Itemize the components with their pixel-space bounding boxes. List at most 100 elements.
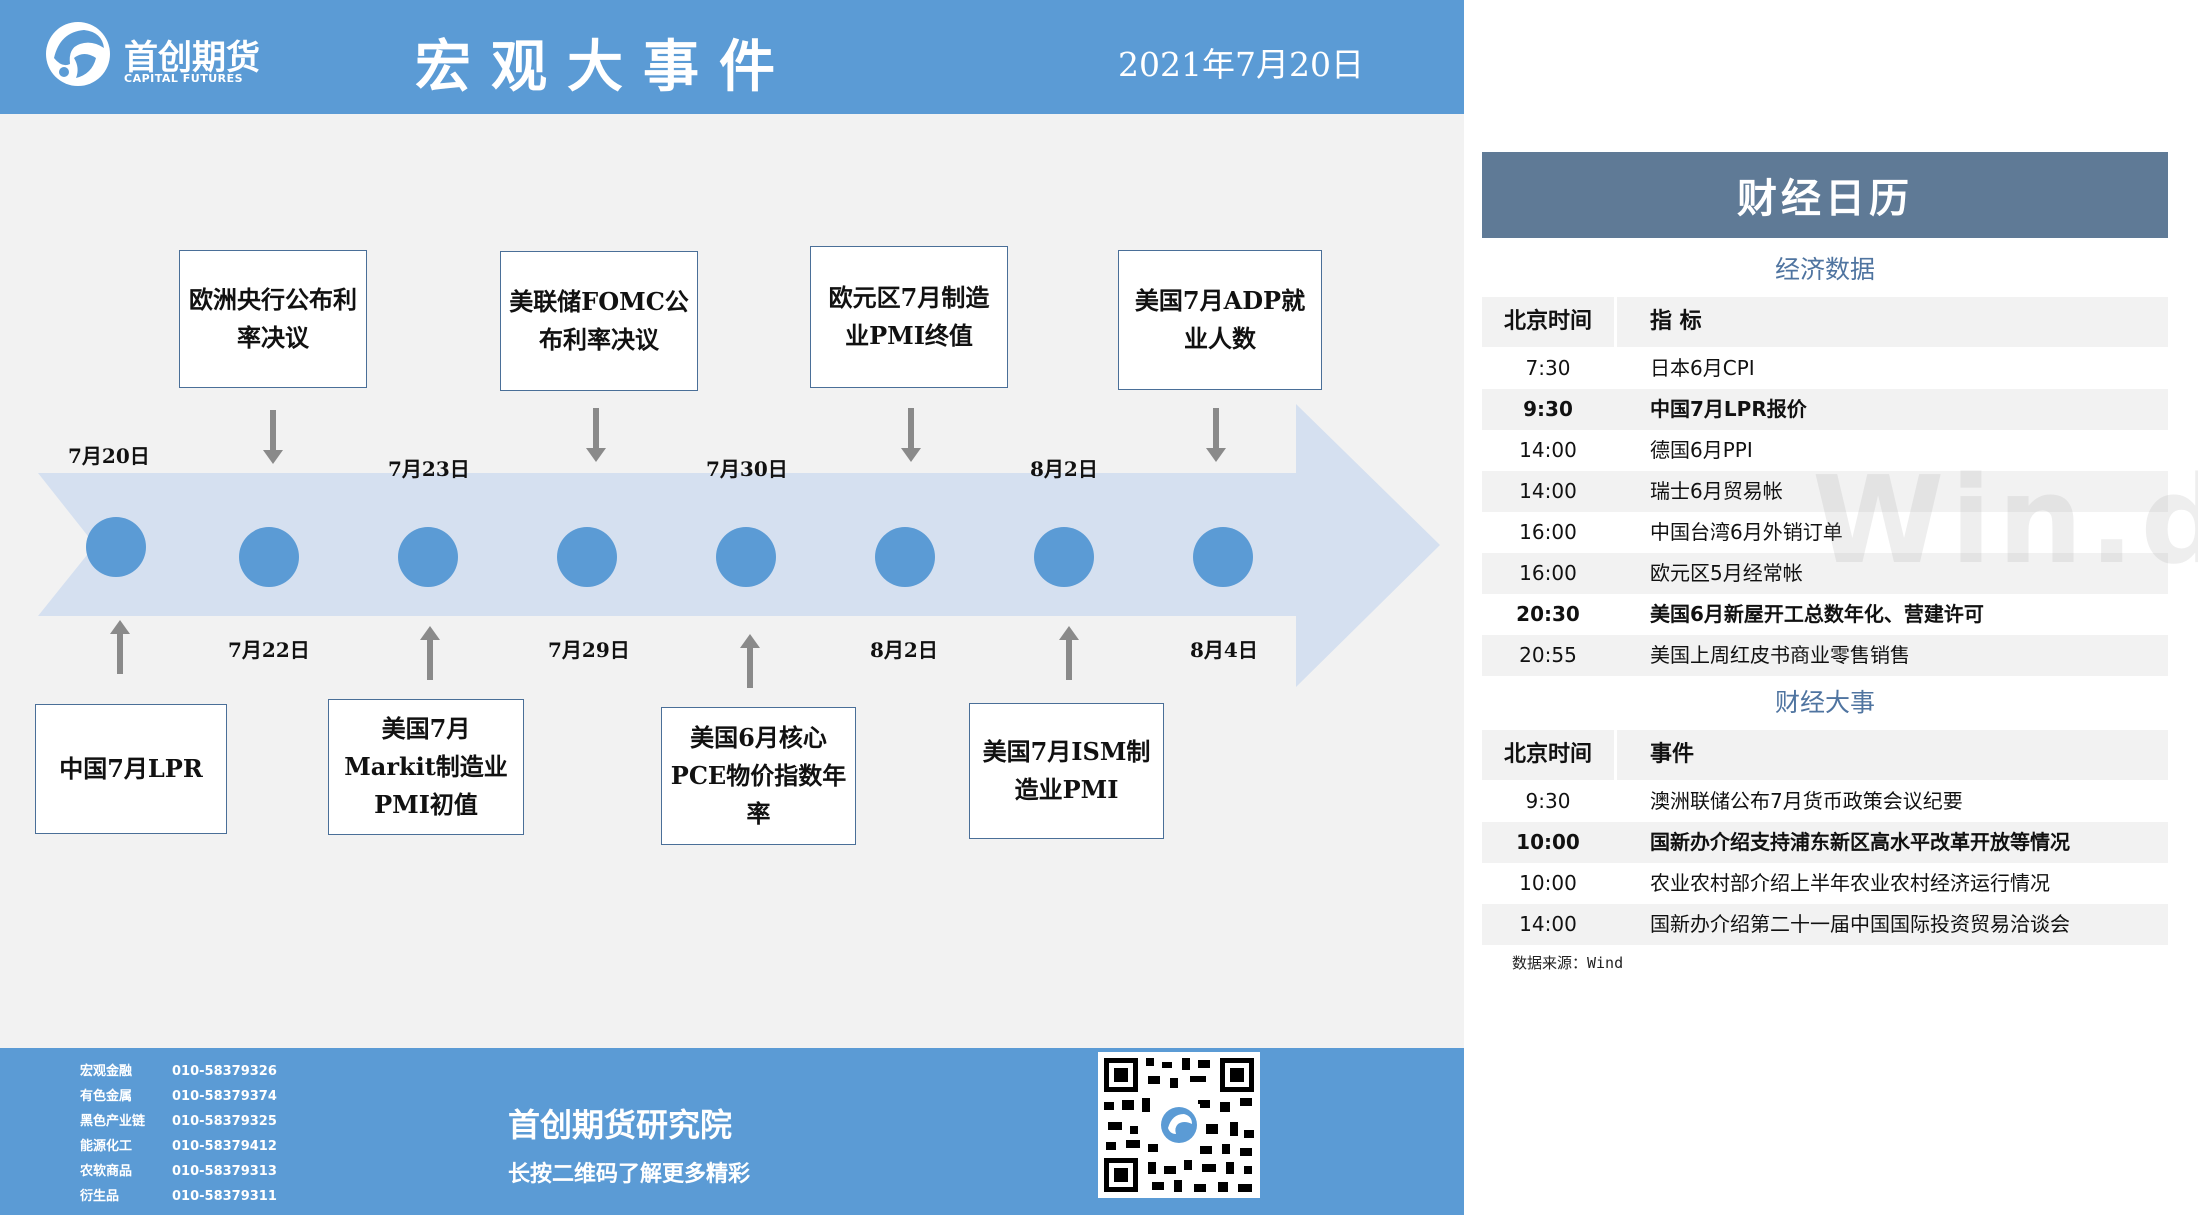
row-event: 中国7月LPR报价	[1650, 397, 1807, 421]
event-box-us-adp: 美国7月ADP就业人数	[1118, 250, 1322, 390]
row-event: 瑞士6月贸易帐	[1650, 479, 1783, 503]
row-time: 16:00	[1519, 561, 1577, 585]
up-arrow-icon	[110, 620, 130, 634]
contact-phone: 010-58379374	[172, 1089, 277, 1104]
row-event: 美国上周红皮书商业零售销售	[1650, 643, 1910, 667]
econ-row: 14:00 瑞士6月贸易帐	[1482, 471, 2168, 512]
timeline-dot	[716, 527, 776, 587]
date-label: 8月2日	[870, 638, 938, 662]
qr-code-icon[interactable]	[1098, 1052, 1260, 1198]
fin-row: 9:30 澳洲联储公布7月货币政策会议纪要	[1482, 781, 2168, 822]
wind-watermark: Win.d	[1812, 452, 2198, 591]
header-bar: 首创期货 CAPITAL FUTURES 宏观大事件 2021年7月20日	[0, 0, 1464, 114]
fin-head-event: 事件	[1650, 742, 1695, 767]
event-box-euro-pmi: 欧元区7月制造业PMI终值	[810, 246, 1008, 388]
econ-head-event: 指 标	[1650, 309, 1702, 334]
fin-row: 14:00 国新办介绍第二十一届中国国际投资贸易洽谈会	[1482, 904, 2168, 945]
footer-subtitle: 长按二维码了解更多精彩	[508, 1162, 751, 1187]
timeline-dot	[875, 527, 935, 587]
fin-row: 10:00 农业农村部介绍上半年农业农村经济运行情况	[1482, 863, 2168, 904]
contact-dept: 黑色产业链	[80, 1114, 146, 1129]
econ-head-time: 北京时间	[1503, 309, 1592, 334]
calendar-title: 财经日历	[1482, 152, 2168, 238]
fin-section-title: 财经大事	[1482, 679, 2168, 727]
brand-name: 首创期货	[124, 38, 260, 78]
calendar-panel: 财经日历 经济数据 北京时间 指 标 7:30 日本6月CPI 9:30 中国7…	[1482, 152, 2198, 982]
column-divider	[1614, 297, 1617, 347]
contact-phone: 010-58379412	[172, 1139, 277, 1154]
contact-row: 农软商品 010-58379313	[80, 1160, 277, 1179]
contact-phone: 010-58379325	[172, 1114, 277, 1129]
down-arrow-icon	[270, 410, 276, 450]
econ-row: 16:00 欧元区5月经常帐	[1482, 553, 2168, 594]
contact-dept: 宏观金融	[80, 1064, 133, 1079]
event-box-us-pce: 美国6月核心PCE物价指数年率	[661, 707, 856, 845]
row-event: 日本6月CPI	[1650, 356, 1755, 380]
up-arrow-icon	[117, 634, 123, 674]
row-time: 9:30	[1525, 789, 1571, 813]
event-box-us-markit-pmi: 美国7月Markit制造业PMI初值	[328, 699, 524, 835]
contact-phone: 010-58379313	[172, 1164, 277, 1179]
contact-row: 黑色产业链 010-58379325	[80, 1110, 277, 1129]
down-arrow-icon	[1213, 408, 1219, 448]
up-arrow-icon	[747, 648, 753, 688]
row-time: 10:00	[1516, 830, 1580, 854]
event-box-fomc-rate: 美联储FOMC公布利率决议	[500, 251, 698, 391]
contact-phone: 010-58379311	[172, 1189, 277, 1204]
econ-table-header: 北京时间 指 标	[1482, 297, 2168, 347]
page-title: 宏观大事件	[415, 34, 795, 100]
up-arrow-icon	[427, 640, 433, 680]
row-event: 美国6月新屋开工总数年化、营建许可	[1650, 602, 1984, 626]
down-arrow-icon	[586, 448, 606, 462]
row-time: 20:30	[1516, 602, 1580, 626]
timeline-graphic	[38, 404, 1440, 688]
contact-dept: 有色金属	[80, 1089, 133, 1104]
econ-row: 9:30 中国7月LPR报价	[1482, 389, 2168, 430]
row-time: 10:00	[1519, 871, 1577, 895]
down-arrow-icon	[901, 448, 921, 462]
up-arrow-icon	[740, 634, 760, 648]
row-time: 16:00	[1519, 520, 1577, 544]
down-arrow-icon	[1206, 448, 1226, 462]
fin-head-time: 北京时间	[1503, 742, 1592, 767]
econ-row: 7:30 日本6月CPI	[1482, 348, 2168, 389]
down-arrow-icon	[908, 408, 914, 448]
econ-row: 16:00 中国台湾6月外销订单	[1482, 512, 2168, 553]
contact-dept: 农软商品	[80, 1164, 133, 1179]
timeline-dot	[86, 517, 146, 577]
data-source-note: 数据来源：Wind	[1512, 954, 1624, 972]
up-arrow-icon	[420, 626, 440, 640]
date-label: 7月22日	[228, 638, 310, 662]
row-event: 欧元区5月经常帐	[1650, 561, 1803, 585]
row-event: 国新办介绍支持浦东新区高水平改革开放等情况	[1650, 830, 2070, 854]
date-label: 8月2日	[1030, 457, 1098, 481]
date-label: 7月20日	[68, 444, 150, 468]
row-time: 20:55	[1519, 643, 1577, 667]
footer-title: 首创期货研究院	[508, 1106, 733, 1144]
econ-row: 14:00 德国6月PPI	[1482, 430, 2168, 471]
row-time: 14:00	[1519, 438, 1577, 462]
row-event: 中国台湾6月外销订单	[1650, 520, 1843, 544]
row-time: 7:30	[1525, 356, 1571, 380]
brand-subtitle: CAPITAL FUTURES	[124, 72, 244, 85]
contact-row: 有色金属 010-58379374	[80, 1085, 277, 1104]
up-arrow-icon	[1059, 626, 1079, 640]
event-box-china-lpr: 中国7月LPR	[35, 704, 227, 834]
page-date: 2021年7月20日	[1118, 45, 1364, 84]
row-time: 14:00	[1519, 479, 1577, 503]
contact-dept: 能源化工	[80, 1139, 133, 1154]
econ-section-title: 经济数据	[1482, 246, 2168, 294]
timeline-dot	[1193, 527, 1253, 587]
row-event: 农业农村部介绍上半年农业农村经济运行情况	[1650, 871, 2050, 895]
down-arrow-icon	[593, 408, 599, 448]
row-event: 德国6月PPI	[1650, 438, 1753, 462]
event-box-ecb-rate: 欧洲央行公布利率决议	[179, 250, 367, 388]
date-label: 7月23日	[388, 457, 470, 481]
down-arrow-icon	[263, 450, 283, 464]
econ-row: 20:30 美国6月新屋开工总数年化、营建许可	[1482, 594, 2168, 635]
row-time: 14:00	[1519, 912, 1577, 936]
up-arrow-icon	[1066, 640, 1072, 680]
date-label: 7月29日	[548, 638, 630, 662]
